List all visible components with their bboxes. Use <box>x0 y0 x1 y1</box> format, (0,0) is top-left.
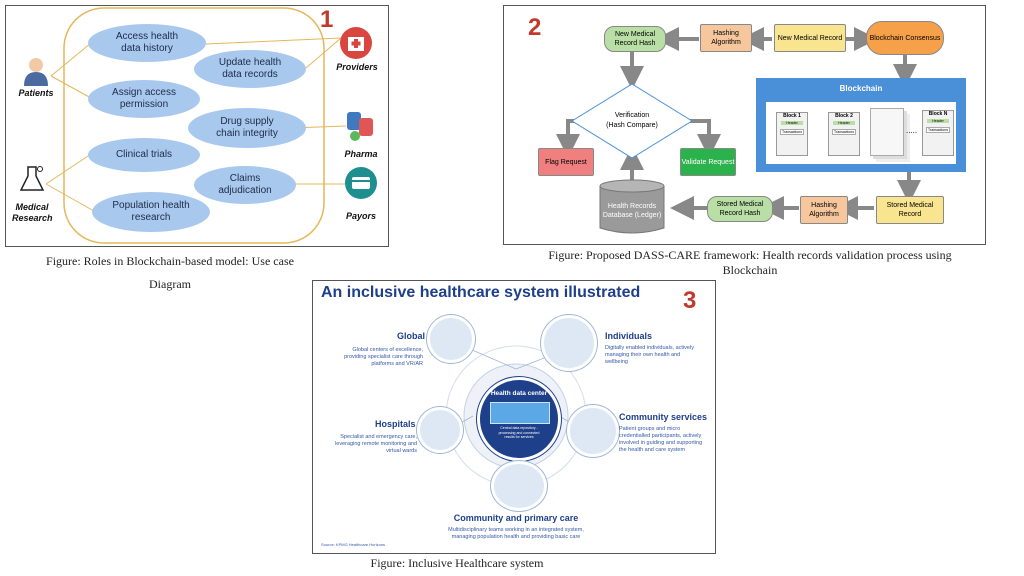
block-stack <box>870 108 904 156</box>
health-data-center: Health data center Central data reposito… <box>477 377 561 461</box>
figure2-caption-line1: Figure: Proposed DASS-CARE framework: He… <box>548 248 952 262</box>
usecase-population: Population health research <box>92 192 210 232</box>
usecase-update-records: Update health data records <box>194 50 306 88</box>
actor-research-2: Research <box>12 213 53 223</box>
block-ellipsis: ..... <box>906 126 918 135</box>
center-title: Health data center <box>490 390 548 397</box>
center-screens <box>490 402 550 424</box>
figure3-number: 3 <box>683 287 697 314</box>
global-heading: Global <box>397 331 426 341</box>
block-2-header: Header <box>833 121 855 125</box>
block-1-label: Block 1 <box>783 113 801 119</box>
block-n-transactions: Transactions <box>926 127 950 133</box>
figure1-caption-line2: Diagram <box>149 277 191 291</box>
usecase-access-history: Access health data history <box>88 24 206 62</box>
figure3-source: Source: KPMG Healthcare Horizons <box>321 542 386 547</box>
hospital-icon <box>340 27 372 59</box>
figure2-arrows <box>556 27 921 234</box>
hospitals-heading: Hospitals <box>375 419 416 429</box>
figure3-panel: An inclusive healthcare system illustrat… <box>312 280 716 554</box>
figure2-caption-line2: Blockchain <box>722 263 778 277</box>
patient-icon <box>24 58 48 86</box>
node-stored-record: Stored Medical Record <box>876 196 944 224</box>
actor-providers: Providers <box>336 62 378 72</box>
block-1-transactions: Transactions <box>780 129 804 135</box>
block-2-label: Block 2 <box>835 113 853 119</box>
block-n-header: Header <box>927 119 949 123</box>
node-new-record: New Medical Record <box>774 24 846 52</box>
usecase-assign-access: Assign access permission <box>88 80 200 118</box>
blockchain-container: Blockchain Block 1 Header Transactions B… <box>756 78 966 172</box>
individuals-heading: Individuals <box>605 331 653 341</box>
figure1-caption-line1: Figure: Roles in Blockchain-based model:… <box>46 254 294 268</box>
block-2-transactions: Transactions <box>832 129 856 135</box>
block-n-label: Block N <box>928 111 948 117</box>
figure3-caption: Figure: Inclusive Healthcare system <box>370 556 544 570</box>
payment-icon <box>345 167 377 199</box>
primary-care-text: Multidisciplinary teams working in an in… <box>448 527 584 540</box>
primary-care-image <box>491 461 547 511</box>
node-verification-1: Verification <box>614 111 650 119</box>
block-n: Block N Header Transactions <box>922 110 954 156</box>
community-services-text: Patient groups and micro credentialled p… <box>619 426 703 453</box>
node-flag: Flag Request <box>538 148 594 176</box>
node-database: Health Records Database (Ledger) <box>602 203 662 219</box>
node-verification-2: (Hash Compare) <box>606 121 658 129</box>
pharma-icon <box>347 112 373 141</box>
global-image <box>427 315 475 363</box>
community-services-image <box>567 405 619 457</box>
individuals-text: Digitally enabled individuals, actively … <box>605 345 694 365</box>
hospitals-image <box>417 407 463 453</box>
figure2-number: 2 <box>528 14 542 41</box>
usecase-drug-supply: Drug supply chain integrity <box>188 108 306 148</box>
blockchain-inner: Block 1 Header Transactions Block 2 Head… <box>766 102 956 164</box>
figure1-connectors <box>45 7 347 244</box>
individuals-image <box>541 315 597 371</box>
blockchain-title: Blockchain <box>839 84 883 93</box>
block-2: Block 2 Header Transactions <box>828 112 860 156</box>
node-stored-hash: Stored Medical Record Hash <box>707 196 773 222</box>
usecase-clinical-trials: Clinical trials <box>88 138 200 172</box>
flask-icon <box>19 166 45 191</box>
primary-care-heading: Community and primary care <box>453 513 579 523</box>
actor-patients: Patients <box>18 88 54 98</box>
actor-payors: Payors <box>345 211 377 221</box>
node-hashing-bottom: Hashing Algorithm <box>800 196 848 224</box>
node-hashing-top: Hashing Algorithm <box>700 24 752 52</box>
community-services-heading: Community services <box>619 412 708 422</box>
block-1-header: Header <box>781 121 803 125</box>
block-1: Block 1 Header Transactions <box>776 112 808 156</box>
figure1-panel: 1 Patients Medical Research Providers Ph… <box>5 5 389 247</box>
global-text: Global centers of excellence, providing … <box>344 347 423 367</box>
figure3-title: An inclusive healthcare system illustrat… <box>321 284 641 301</box>
node-validate: Validate Request <box>680 148 736 176</box>
node-consensus: Blockchain Consensus <box>866 21 944 55</box>
center-text: Central data repository - processing and… <box>498 426 540 439</box>
usecase-claims: Claims adjudication <box>194 166 296 204</box>
hospitals-text: Specialist and emergency care, leveragin… <box>335 434 417 454</box>
actor-pharma: Pharma <box>344 149 378 159</box>
node-new-hash: New Medical Record Hash <box>604 26 666 52</box>
figure1-number: 1 <box>320 6 334 33</box>
actor-research-1: Medical <box>15 202 49 212</box>
figure2-panel: 2 New Medical Record Hash Hashing Algori… <box>503 5 986 245</box>
